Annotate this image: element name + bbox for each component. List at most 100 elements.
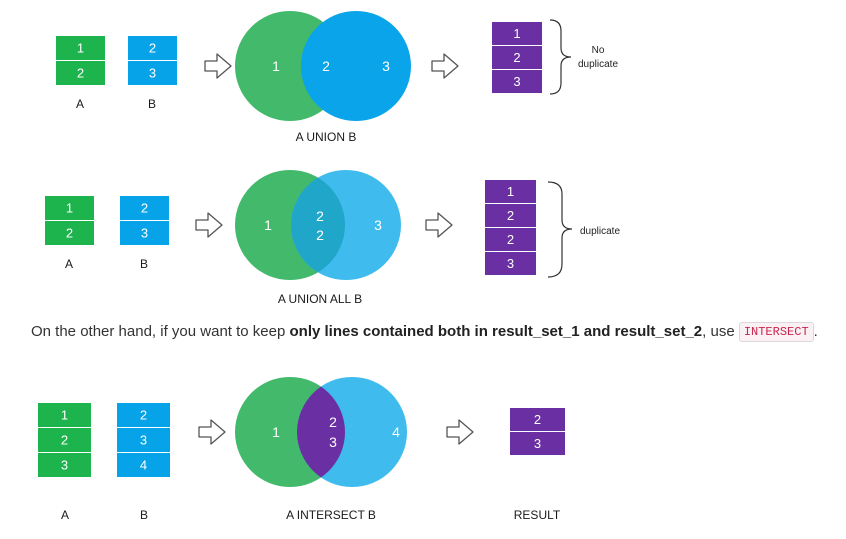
result-cell: 1 [492,22,542,45]
cell-value: 1 [61,408,68,423]
cell-value: 2 [66,226,73,241]
sentence-suffix: . [813,323,818,340]
result-cell: 2 [485,204,536,227]
cell-value: 3 [149,66,156,81]
arrow-right-icon [431,53,459,79]
cell-value: 3 [534,436,541,451]
table-b-label: B [140,508,148,522]
table-cell: 2 [56,61,105,85]
table-a-label: A [76,97,84,111]
result-cell: 2 [492,46,542,69]
table-cell: 3 [117,428,170,452]
venn-right-value: 3 [374,217,382,233]
cell-value: 2 [534,412,541,427]
result-cell: 1 [485,180,536,203]
venn-right-value: 4 [392,424,400,440]
table-cell: 2 [128,36,177,60]
union-all-result-table: 1 2 2 3 [485,180,536,275]
cell-value: 3 [507,256,514,271]
intersect-table-a: 1 2 3 A [38,403,91,522]
overlap-region [301,11,345,121]
venn-middle-top-value: 2 [316,208,324,224]
union-venn: 1 2 3 A UNION B [235,11,411,144]
sentence-middle: , use [702,323,739,340]
curly-brace-icon [547,181,573,278]
table-cell: 4 [117,453,170,477]
sentence-prefix: On the other hand, if you want to keep [31,323,290,340]
result-cell: 3 [492,70,542,93]
table-cell: 1 [45,196,94,220]
cell-value: 2 [507,208,514,223]
table-a-label: A [61,508,69,522]
arrow-right-icon [425,212,453,238]
table-b-label: B [140,257,148,271]
result-cell: 3 [510,432,565,455]
venn-middle-bottom-value: 3 [329,434,337,450]
cell-value: 3 [61,458,68,473]
cell-value: 1 [507,184,514,199]
result-cell: 2 [510,408,565,431]
venn-left-value: 1 [272,424,280,440]
table-cell: 2 [45,221,94,245]
union-all-venn: 1 2 2 3 A UNION ALL B [235,170,401,306]
cell-value: 1 [66,201,73,216]
table-cell: 2 [120,196,169,220]
cell-value: 4 [140,458,147,473]
cell-value: 1 [513,26,520,41]
cell-value: 3 [140,433,147,448]
venn-middle-value: 2 [322,58,330,74]
union-all-table-a: 1 2 A [45,196,94,271]
venn-right-value: 3 [382,58,390,74]
cell-value: 2 [149,41,156,56]
result-label: RESULT [514,508,561,522]
cell-value: 2 [141,201,148,216]
overlap-region [291,170,345,280]
cell-value: 2 [507,232,514,247]
intersect-code: INTERSECT [738,322,814,342]
venn-left-value: 1 [272,58,280,74]
no-duplicate-note-line2: duplicate [578,59,618,70]
cell-value: 2 [513,50,520,65]
table-cell: 2 [38,428,91,452]
table-cell: 2 [117,403,170,427]
curly-brace-icon [549,19,572,95]
table-cell: 3 [128,61,177,85]
cell-value: 2 [61,433,68,448]
cell-value: 3 [513,74,520,89]
table-cell: 3 [38,453,91,477]
cell-value: 1 [77,41,84,56]
intersect-table-b: 2 3 4 B [117,403,170,522]
arrow-right-icon [446,419,474,445]
explanation-sentence: On the other hand, if you want to keep o… [31,322,841,342]
sentence-bold: only lines contained both in result_set_… [289,323,703,340]
union-table-b: 2 3 B [128,36,177,111]
cell-value: 3 [141,226,148,241]
venn-left-value: 1 [264,217,272,233]
venn-caption: A UNION ALL B [278,292,362,306]
union-all-table-b: 2 3 B [120,196,169,271]
union-result-table: 1 2 3 [492,22,542,93]
intersect-venn: 1 2 3 4 A INTERSECT B [235,377,407,522]
table-a-label: A [65,257,73,271]
arrow-right-icon [195,212,223,238]
venn-middle-bottom-value: 2 [316,227,324,243]
arrow-right-icon [204,53,232,79]
table-b-label: B [148,97,156,111]
venn-middle-top-value: 2 [329,414,337,430]
result-cell: 2 [485,228,536,251]
table-cell: 1 [38,403,91,427]
table-cell: 1 [56,36,105,60]
cell-value: 2 [77,66,84,81]
intersect-result-table: 2 3 RESULT [510,408,565,522]
table-cell: 3 [120,221,169,245]
venn-caption: A UNION B [296,130,357,144]
union-table-a: 1 2 A [56,36,105,111]
cell-value: 2 [140,408,147,423]
overlap-region [297,377,345,487]
arrow-right-icon [198,419,226,445]
no-duplicate-note-line1: No [592,45,605,56]
result-cell: 3 [485,252,536,275]
venn-caption: A INTERSECT B [286,508,376,522]
